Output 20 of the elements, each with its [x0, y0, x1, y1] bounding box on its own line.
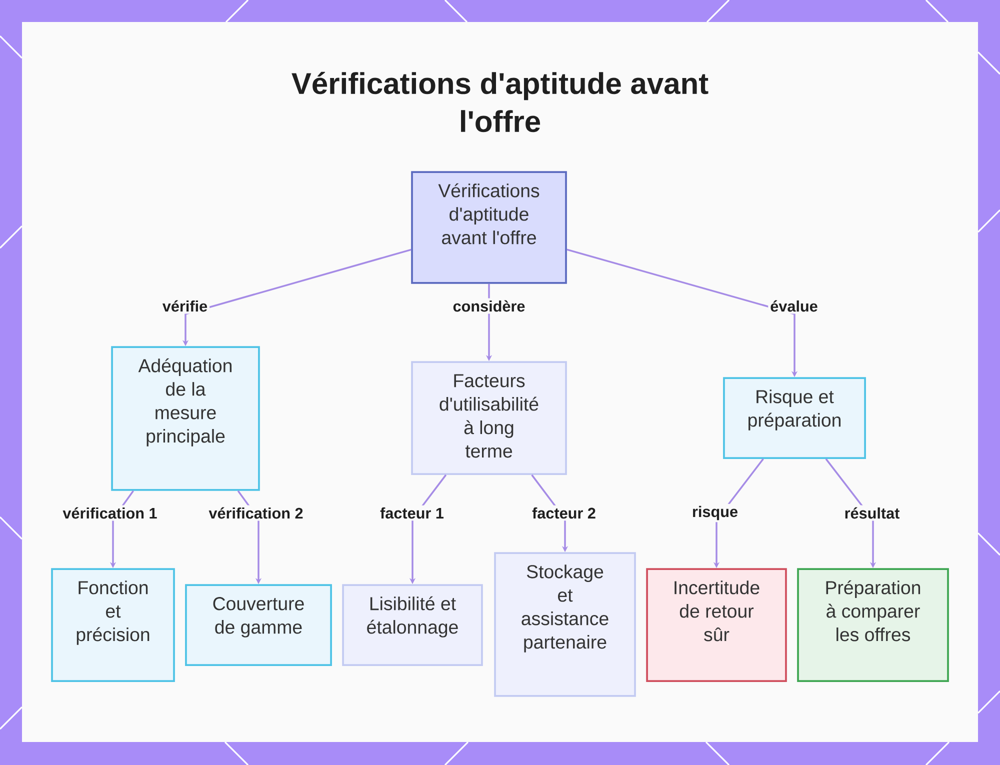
edge-label: vérifie: [160, 298, 210, 314]
edge-label: risque: [690, 504, 740, 522]
node-box: Risque et préparation: [723, 377, 866, 459]
node-box: Couverture de gamme: [185, 584, 332, 666]
node-box: Préparation à comparer les offres: [797, 568, 949, 682]
node-box: Vérifications d'aptitude avant l'offre: [411, 171, 567, 284]
edge-label: vérification 2: [206, 505, 306, 521]
edge-label: résultat: [842, 505, 902, 521]
edge-label: facteur 1: [378, 505, 446, 521]
node-box: Stockage et assistance partenaire: [494, 552, 636, 697]
node-box: Lisibilité et étalonnage: [342, 584, 483, 666]
node-box: Incertitude de retour sûr: [646, 568, 787, 682]
edge-label: évalue: [768, 298, 820, 314]
edge-label: vérification 1: [60, 505, 160, 521]
title: Vérifications d'aptitude avant l'offre: [292, 72, 708, 132]
node-box: Fonction et précision: [51, 568, 175, 682]
edge-label: facteur 2: [530, 505, 598, 521]
node-box: Facteurs d'utilisabilité à long terme: [411, 361, 567, 475]
edge-label: considère: [450, 298, 528, 314]
node-box: Adéquation de la mesure principale: [111, 346, 260, 491]
